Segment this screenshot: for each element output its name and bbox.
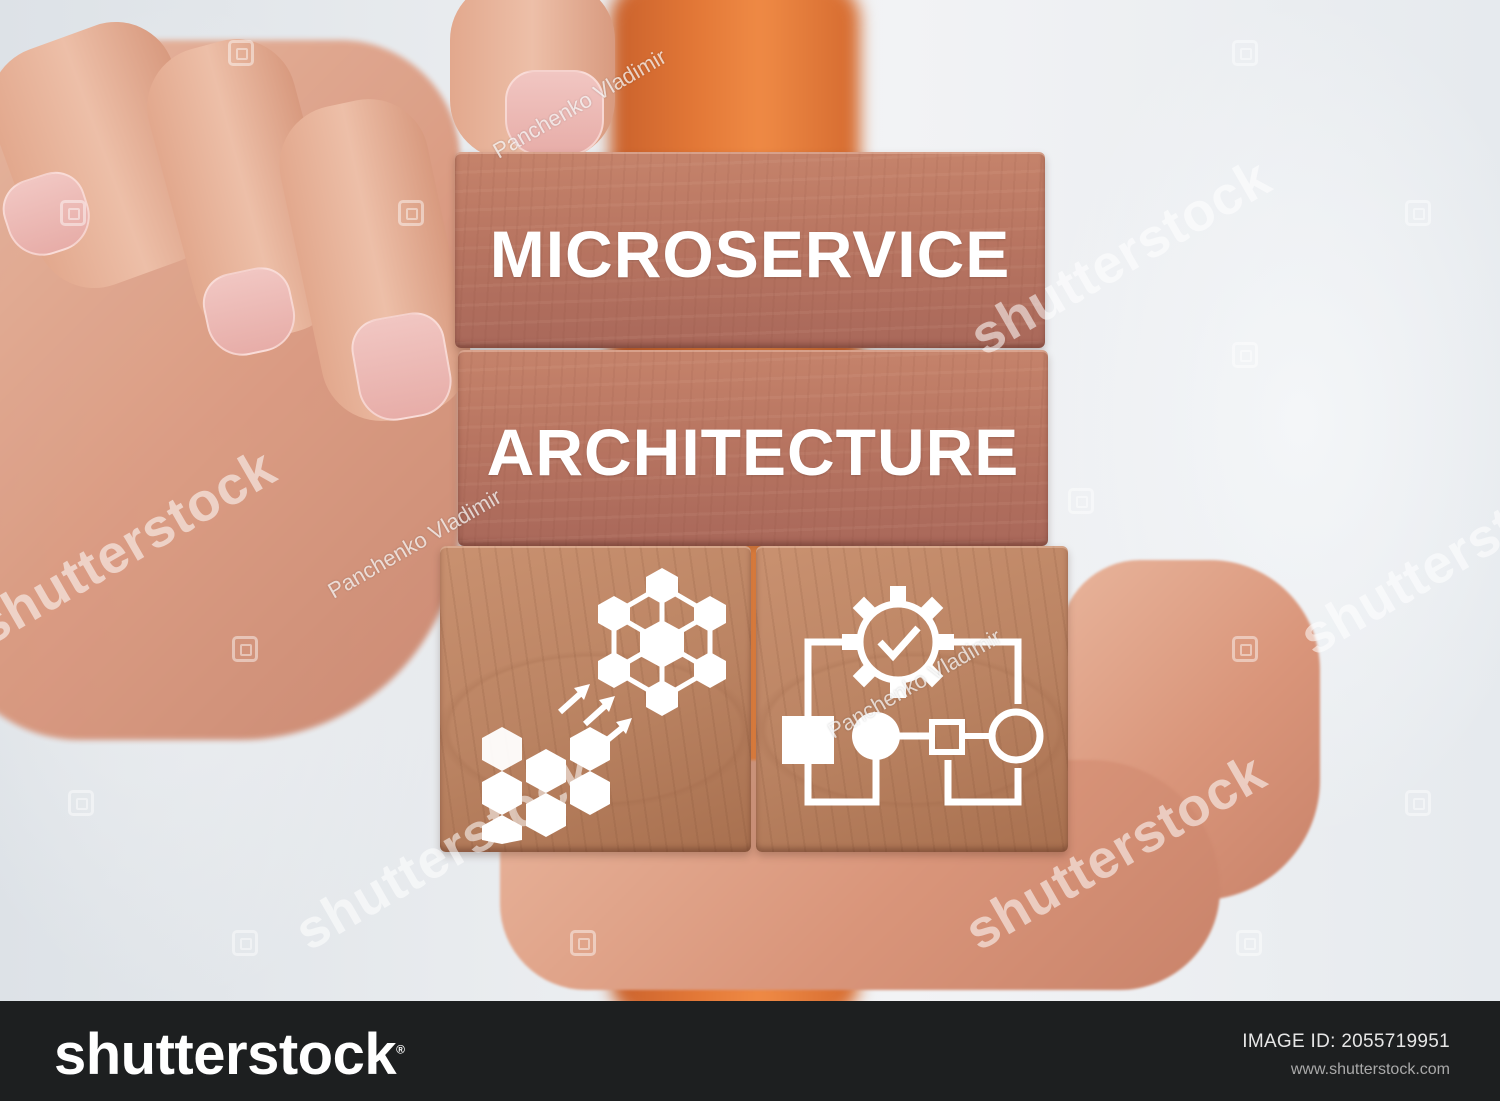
watermark-logo-icon (60, 200, 86, 226)
watermark-logo-icon (1236, 930, 1262, 956)
block-label-microservice: MICROSERVICE (489, 217, 1011, 291)
watermark-logo-icon (1405, 790, 1431, 816)
watermark-logo-icon (228, 40, 254, 66)
cube-cluster (482, 727, 610, 844)
watermark-logo-icon (570, 930, 596, 956)
photo-stage: MICROSERVICE ARCHITECTURE (0, 0, 1500, 1001)
block-architecture: ARCHITECTURE (458, 350, 1048, 546)
footer-bar: shutterstock® IMAGE ID: 2055719951 www.s… (0, 1001, 1500, 1101)
watermark-logo-icon (232, 930, 258, 956)
watermark-logo-icon (398, 200, 424, 226)
watermark-logo-icon (1232, 636, 1258, 662)
modules-to-network-icon (482, 568, 726, 844)
watermark-logo-icon (1068, 488, 1094, 514)
gear-workflow-icon (782, 586, 1044, 806)
site-url[interactable]: www.shutterstock.com (1290, 1061, 1450, 1078)
cube-right (756, 546, 1068, 852)
image-id: IMAGE ID: 2055719951 (1242, 1031, 1450, 1052)
block-microservice: MICROSERVICE (455, 152, 1045, 348)
trademark-symbol: ® (396, 1042, 405, 1057)
shutterstock-logo[interactable]: shutterstock® (54, 1021, 405, 1088)
arrows (557, 684, 632, 749)
watermark-logo-icon (1232, 40, 1258, 66)
footer-logo-text: shutterstock (54, 1022, 397, 1087)
cube-left (440, 546, 751, 852)
block-label-architecture: ARCHITECTURE (486, 415, 1020, 489)
watermark-brand: shutterstock (1290, 446, 1500, 667)
watermark-logo-icon (1405, 200, 1431, 226)
watermark-logo-icon (232, 636, 258, 662)
watermark-logo-icon (1232, 342, 1258, 368)
watermark-logo-icon (68, 790, 94, 816)
